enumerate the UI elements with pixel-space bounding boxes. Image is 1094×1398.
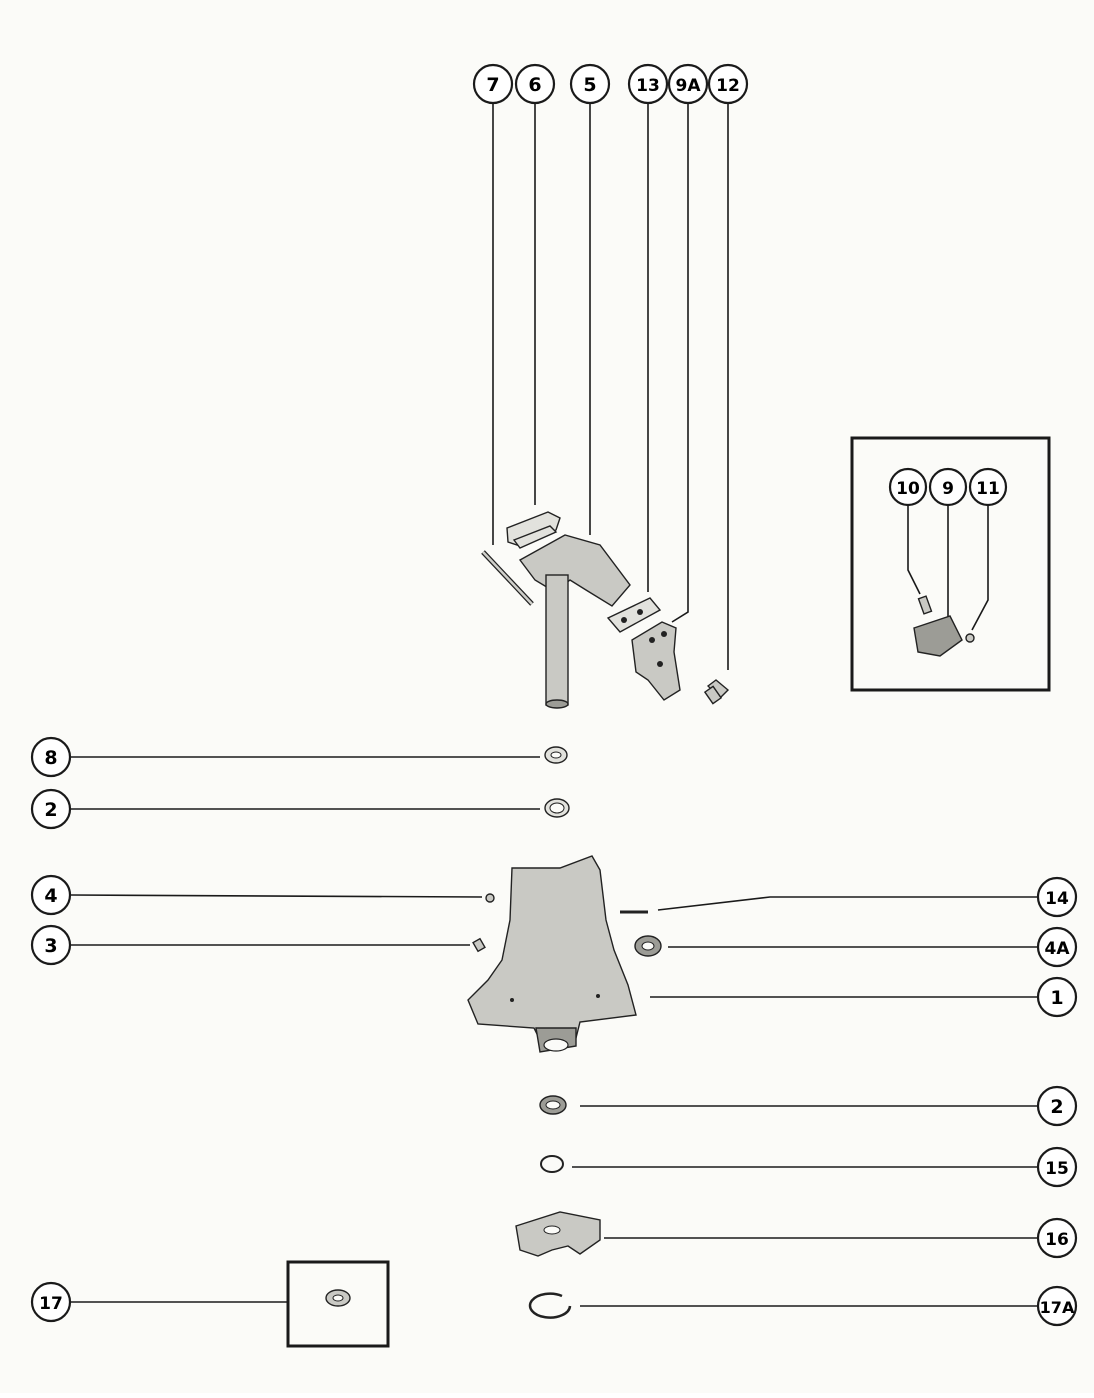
callout-9A: 9A [667,63,709,623]
svg-text:15: 15 [1045,1159,1069,1179]
callout-3: 3 [30,924,470,966]
callout-6: 6 [514,63,556,505]
callout-9: 9 [928,467,968,620]
part-6-clamp [506,511,561,549]
inset-box-17 [286,1260,390,1348]
svg-text:1: 1 [1050,987,1063,1009]
part-9-anode [913,615,963,657]
part-1-housing [467,855,637,1053]
callout-8: 8 [30,736,540,778]
svg-text:11: 11 [976,479,1000,499]
part-11-nut [965,633,975,643]
callout-17: 17 [30,1281,288,1323]
svg-text:12: 12 [716,76,740,96]
svg-text:17: 17 [39,1294,63,1314]
inset-box-anode [850,436,1051,692]
svg-text:4: 4 [44,885,57,907]
svg-text:4A: 4A [1045,939,1071,959]
part-7-pin [481,550,534,606]
part-16-bracket [515,1211,601,1257]
callout-10: 10 [888,467,928,595]
part-4A-grommet [634,935,662,957]
callout-2-upper: 2 [30,788,540,830]
callout-4: 4 [30,874,483,916]
svg-text:9: 9 [942,479,954,499]
part-5-shaft [518,534,631,709]
callout-5: 5 [569,63,611,535]
callout-1: 1 [650,976,1078,1018]
svg-text:17A: 17A [1040,1298,1075,1317]
callout-15: 15 [572,1146,1078,1188]
part-17-seal [325,1289,351,1307]
svg-text:16: 16 [1045,1230,1069,1250]
callout-16: 16 [604,1217,1078,1259]
part-10-screw [917,595,933,615]
part-9A-bracket [631,621,681,701]
svg-text:6: 6 [528,74,541,96]
part-2-bushing-lower [539,1095,567,1115]
callout-7: 7 [472,63,514,545]
svg-text:3: 3 [44,935,57,957]
callout-4A: 4A [668,926,1078,968]
svg-text:10: 10 [896,479,920,499]
callout-11: 11 [968,467,1008,631]
svg-text:13: 13 [636,76,660,96]
svg-text:2: 2 [44,799,57,821]
callout-17A: 17A [580,1285,1078,1327]
svg-text:7: 7 [486,74,499,96]
svg-text:2: 2 [1050,1096,1063,1118]
callout-12: 12 [707,63,749,670]
callout-13: 13 [627,63,669,592]
part-2-bushing-upper [544,798,570,818]
part-17A-snap-ring [528,1292,572,1319]
svg-text:9A: 9A [676,76,702,96]
part-12-bolt [703,679,730,705]
part-15-oring [540,1155,564,1173]
part-8-washer [544,746,568,764]
svg-text:5: 5 [583,74,596,96]
callout-2-lower: 2 [580,1085,1078,1127]
callout-14: 14 [657,876,1078,918]
svg-text:8: 8 [44,747,57,769]
part-3-screw [472,937,486,953]
part-4-fitting [485,893,495,903]
part-13-plate [606,597,662,633]
svg-text:14: 14 [1045,889,1069,909]
